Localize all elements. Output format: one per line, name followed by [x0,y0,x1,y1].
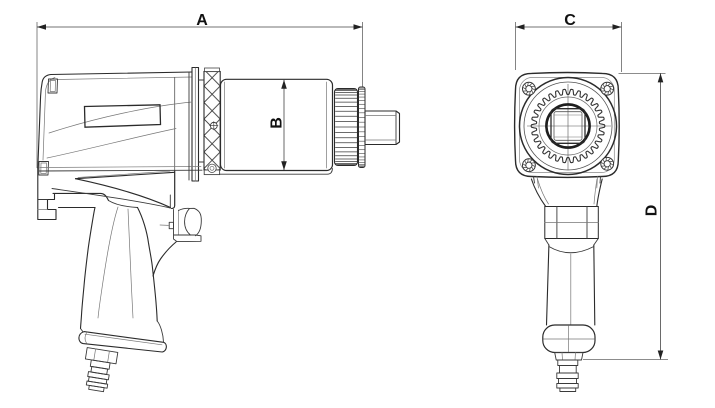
svg-text:D: D [644,205,661,217]
svg-text:A: A [196,12,208,29]
svg-text:C: C [564,12,576,29]
svg-text:B: B [269,117,286,129]
